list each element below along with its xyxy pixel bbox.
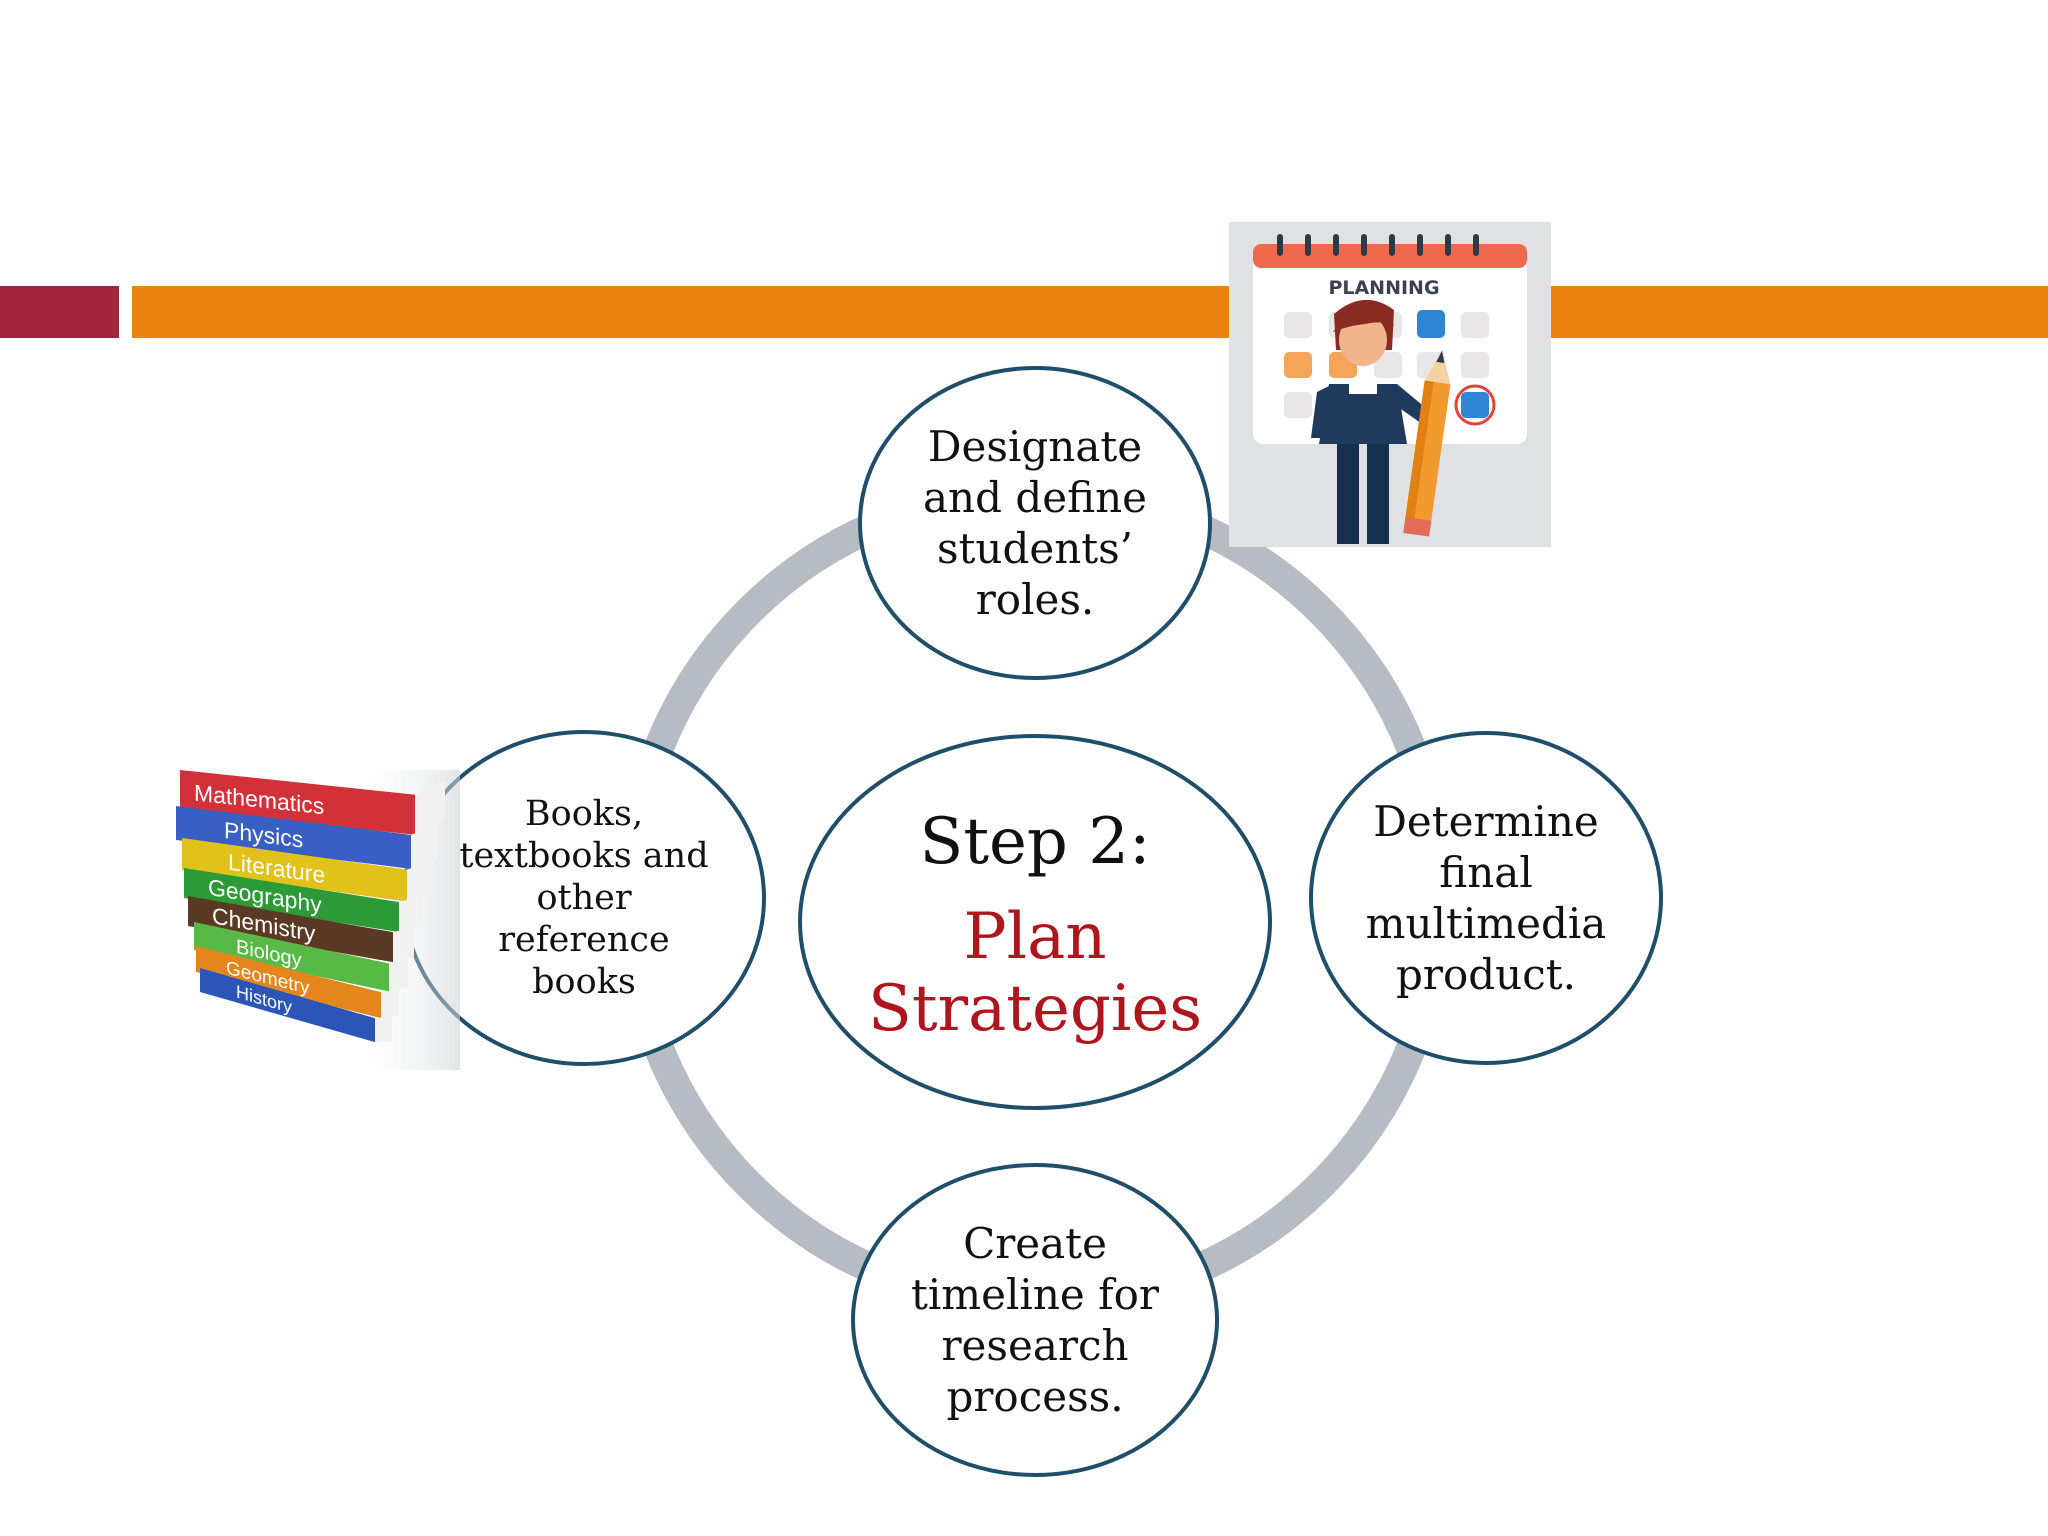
node-bottom-shape <box>851 1163 1219 1477</box>
node-right-shape <box>1309 731 1663 1065</box>
node-top-shape <box>858 366 1212 680</box>
node-right-line-4: product. <box>1396 950 1576 999</box>
node-right-line-1: Determine <box>1373 797 1599 846</box>
center-step-label: Step 2: <box>919 805 1151 879</box>
center-title-line-2: Strategies <box>867 972 1203 1046</box>
node-bottom-text: Create timeline for research process. <box>875 1185 1195 1455</box>
node-left-line-2: textbooks and <box>459 836 709 876</box>
node-bottom-line-4: process. <box>946 1372 1124 1421</box>
accent-bar-red <box>0 286 119 338</box>
node-right-line-2: final <box>1439 848 1533 897</box>
planning-label: PLANNING <box>1328 277 1439 299</box>
node-right-text: Determine final multimedia product. <box>1326 763 1646 1033</box>
node-bottom-line-3: research <box>941 1321 1129 1370</box>
node-top-line-4: roles. <box>975 575 1095 624</box>
node-bottom-line-1: Create <box>963 1219 1107 1268</box>
center-node-shape <box>798 734 1272 1110</box>
accent-bar-orange <box>132 286 2048 338</box>
center-node-text: Step 2: Plan Strategies <box>800 740 1270 1110</box>
node-left-line-1: Books, <box>524 794 644 834</box>
node-top-line-2: and define <box>923 473 1147 522</box>
node-top-line-1: Designate <box>927 422 1143 471</box>
node-top-line-3: students’ <box>936 524 1134 573</box>
node-left-text: Books, textbooks and other reference boo… <box>434 763 734 1033</box>
planning-calendar-icon: PLANNING <box>1229 222 1551 547</box>
node-right-line-3: multimedia <box>1365 899 1607 948</box>
node-left-line-4: reference <box>498 920 670 960</box>
node-left-line-3: other <box>536 878 632 918</box>
book-stack-icon: Mathematics Physics Literature Geography… <box>176 770 460 1070</box>
node-left-line-5: books <box>532 962 636 1002</box>
center-title-line-1: Plan <box>963 900 1107 974</box>
node-bottom-line-2: timeline for <box>910 1270 1160 1319</box>
node-top-text: Designate and define students’ roles. <box>875 388 1195 658</box>
